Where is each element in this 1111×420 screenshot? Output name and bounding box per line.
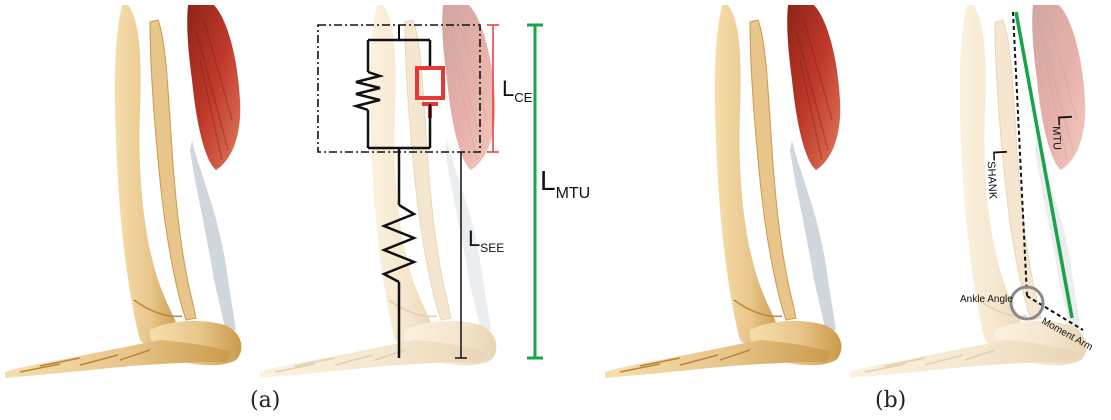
panel-b: LSHANK LMTU Ankle Angle Moment Arm xyxy=(605,5,1094,378)
lsee-label: LSEE xyxy=(468,226,504,255)
lce-label: LCE xyxy=(502,76,533,105)
ankle-angle-label: Ankle Angle xyxy=(960,294,1013,305)
leg-illustration-a1 xyxy=(5,5,241,378)
panel-a: LCE LSEE LMTU xyxy=(5,5,590,378)
leg-illustration-b1 xyxy=(605,5,841,378)
caption-a: (a) xyxy=(250,388,280,413)
lmtu-label: LMTU xyxy=(540,165,590,202)
caption-b: (b) xyxy=(875,388,906,413)
